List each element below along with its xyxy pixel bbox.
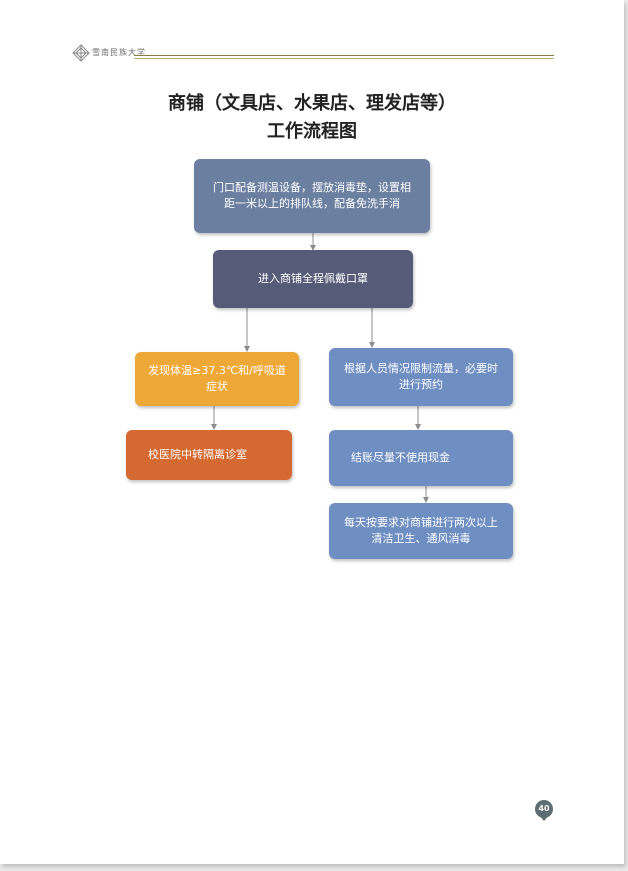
step-no-cash: 结账尽量不使用现金: [329, 430, 513, 486]
step-wear-mask: 进入商铺全程佩戴口罩: [213, 250, 413, 308]
logo-text: 雪南民族大学: [92, 48, 146, 57]
step-entrance-setup: 门口配备测温设备，摆放消毒垫，设置相距一米以上的排队线，配备免洗手消: [194, 159, 430, 233]
step-limit-flow: 根据人员情况限制流量，必要时进行预约: [329, 348, 513, 406]
page-number-pin-icon: [539, 815, 549, 821]
page-number: 40: [535, 800, 553, 818]
university-logo: 雪南民族大学: [72, 44, 145, 62]
step-daily-disinfect: 每天按要求对商铺进行两次以上清洁卫生、通风消毒: [329, 503, 513, 559]
page-subtitle: 工作流程图: [267, 121, 357, 142]
logo-mark-icon: [72, 44, 90, 62]
page-title: 商铺（文具店、水果店、理发店等）: [168, 93, 456, 114]
header-rule: [134, 55, 554, 56]
step-transfer-isolation: 校医院中转隔离诊室: [126, 430, 292, 480]
step-fever-symptoms: 发现体温≥37.3℃和/呼吸道症状: [135, 352, 299, 406]
header-rule-secondary: [134, 58, 554, 59]
